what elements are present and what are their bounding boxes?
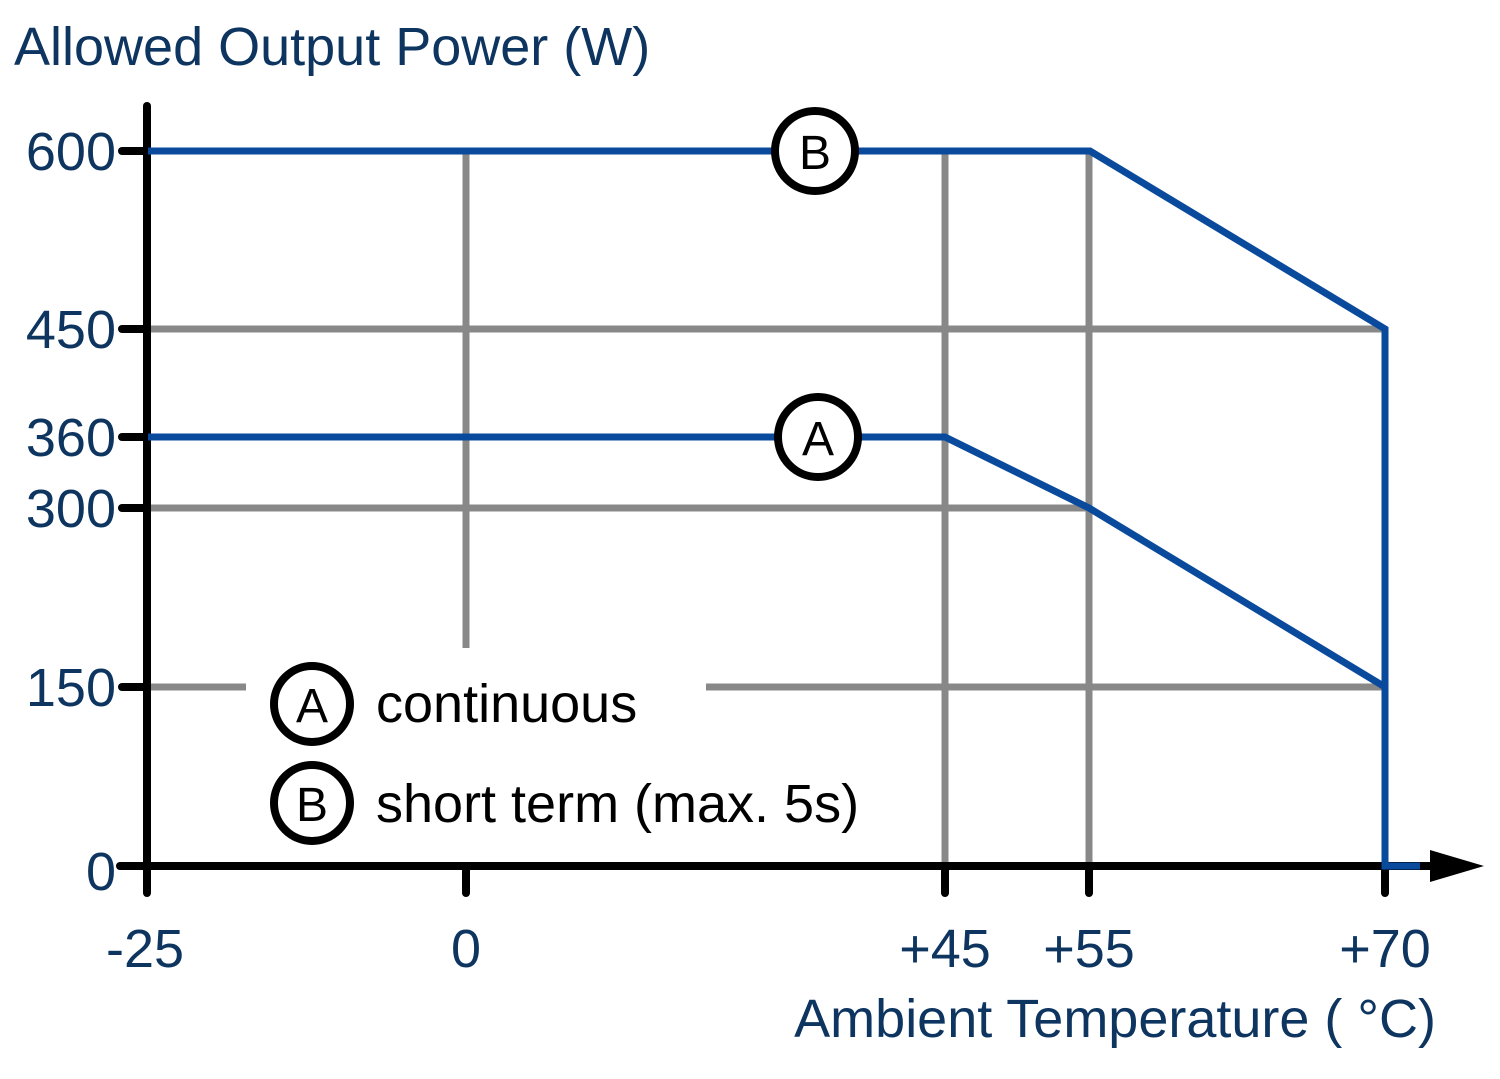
y-axis-title: Allowed Output Power (W) [14,17,650,77]
legend-item-b: B short term (max. 5s) [270,761,859,845]
y-label-0: 0 [86,842,116,902]
x-label-0: 0 [451,919,481,979]
grid [148,152,1385,866]
x-label-55: +55 [1043,919,1135,979]
x-axis-title: Ambient Temperature ( °C) [794,989,1436,1049]
marker-b-label: B [799,127,831,180]
curve-marker-b: B [771,107,859,195]
legend-marker-b-label: B [296,779,328,832]
x-axis-arrow-icon [1430,850,1484,882]
x-tick-labels: -25 0 +45 +55 +70 [106,919,1431,979]
y-label-300: 300 [26,479,116,539]
legend: A continuous B short term (max. 5s) [270,662,859,845]
y-label-450: 450 [26,300,116,360]
curve-a-continuous [148,433,1387,690]
curve-marker-a: A [774,393,862,481]
legend-marker-b [270,761,354,845]
y-label-360: 360 [26,408,116,468]
legend-marker-a [270,662,354,746]
axes [116,102,1444,897]
x-label-45: +45 [899,919,991,979]
legend-item-a: A continuous [270,662,637,746]
x-label-minus25: -25 [106,919,184,979]
marker-a-label: A [802,413,834,466]
y-tick-labels: 600 450 360 300 150 0 [26,122,116,902]
legend-marker-a-label: A [296,680,328,733]
legend-label-b: short term (max. 5s) [376,774,859,834]
x-label-70: +70 [1339,919,1431,979]
y-label-150: 150 [26,658,116,718]
y-label-600: 600 [26,122,116,182]
legend-label-a: continuous [376,674,637,734]
